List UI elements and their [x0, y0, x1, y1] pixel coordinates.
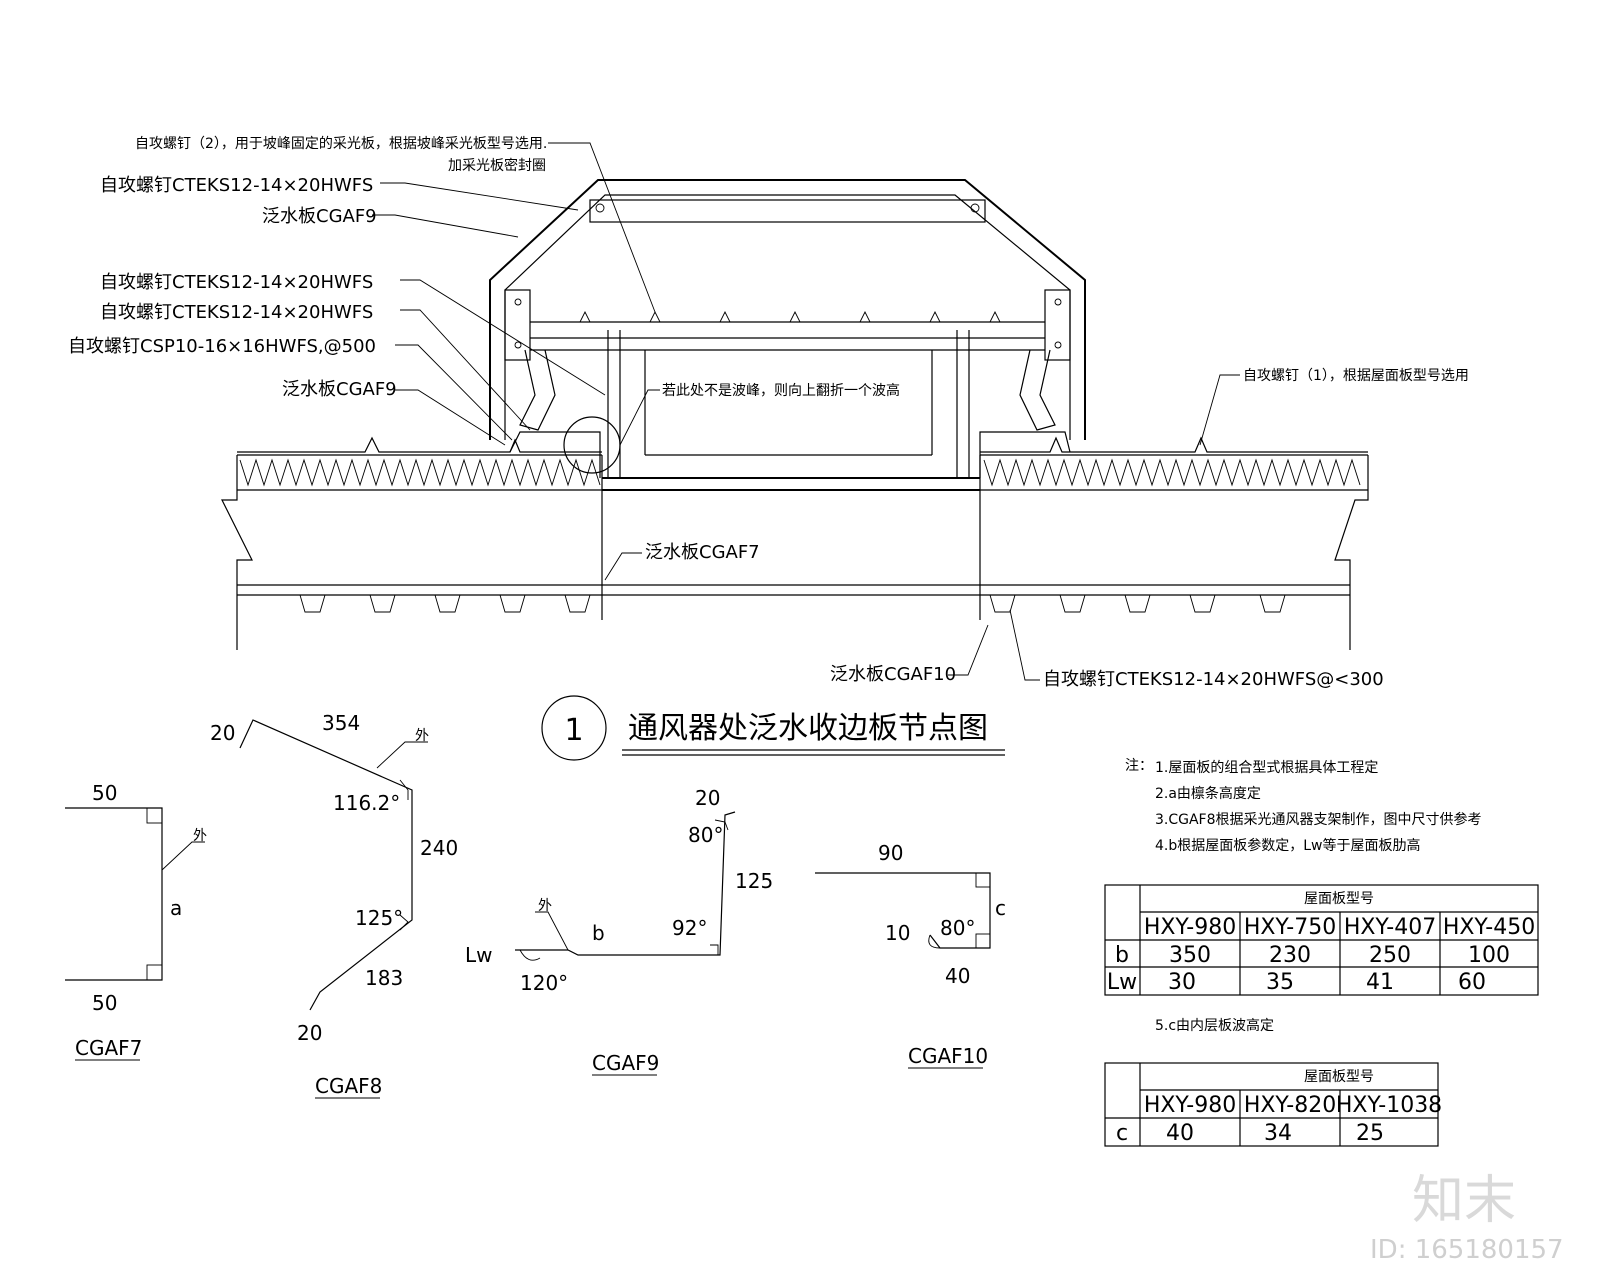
svg-text:20: 20 — [695, 786, 720, 810]
svg-text:外: 外 — [193, 828, 207, 844]
svg-text:250: 250 — [1369, 943, 1411, 968]
note-4: 4.b根据屋面板参数定，Lw等于屋面板肋高 — [1155, 837, 1421, 854]
callout-screw-1: 自攻螺钉（1），根据屋面板型号选用 — [1243, 368, 1469, 384]
callout-wave-note: 若此处不是波峰，则向上翻折一个波高 — [662, 382, 900, 399]
profile-cgaf10: 90 c 10 80° 40 CGAF10 — [815, 841, 1006, 1069]
ventilator-section — [221, 179, 1369, 650]
svg-text:354: 354 — [322, 711, 360, 735]
table-panel-b-lw: 屋面板型号 HXY-980 HXY-750 HXY-407 HXY-450 b … — [1104, 884, 1539, 996]
callout-screw-cteks-2: 自攻螺钉CTEKS12-14×20HWFS — [100, 272, 373, 293]
callout-screw-cteks-1: 自攻螺钉CTEKS12-14×20HWFS — [100, 175, 373, 196]
svg-text:34: 34 — [1264, 1121, 1292, 1146]
title-text: 通风器处泛水收边板节点图 — [628, 711, 988, 746]
svg-text:125°: 125° — [355, 906, 403, 930]
svg-text:外: 外 — [415, 728, 429, 744]
svg-text:350: 350 — [1169, 943, 1211, 968]
svg-text:c: c — [1116, 1121, 1128, 1146]
title-number: 1 — [564, 713, 583, 748]
svg-text:120°: 120° — [520, 971, 568, 995]
label-cgaf9: CGAF9 — [592, 1051, 659, 1075]
callout-screw-cteks-spacing: 自攻螺钉CTEKS12-14×20HWFS@<300 — [1043, 669, 1384, 690]
label-cgaf10: CGAF10 — [908, 1044, 988, 1068]
callout-flashing-cgaf10: 泛水板CGAF10 — [830, 664, 956, 685]
table2-header: 屋面板型号 — [1304, 1069, 1374, 1085]
note-2: 2.a由檩条高度定 — [1155, 785, 1261, 802]
callout-flashing-cgaf9-bottom: 泛水板CGAF9 — [282, 379, 397, 400]
label-cgaf7: CGAF7 — [75, 1036, 142, 1060]
svg-text:HXY-450: HXY-450 — [1443, 915, 1535, 940]
svg-text:90: 90 — [878, 841, 903, 865]
svg-text:20: 20 — [210, 721, 235, 745]
svg-text:外: 外 — [538, 898, 552, 914]
callout-screw-csp: 自攻螺钉CSP10-16×16HWFS,@500 — [68, 336, 376, 357]
callout-leaders — [372, 142, 1240, 681]
svg-text:40: 40 — [1166, 1121, 1194, 1146]
svg-text:230: 230 — [1269, 943, 1311, 968]
svg-text:Lw: Lw — [1107, 970, 1137, 995]
svg-text:c: c — [995, 896, 1006, 920]
callout-texts: 自攻螺钉（2），用于坡峰固定的采光板，根据坡峰采光板型号选用. 加采光板密封圈 … — [68, 136, 1469, 690]
note-5: 5.c由内层板波高定 — [1155, 1017, 1274, 1034]
svg-text:100: 100 — [1468, 943, 1510, 968]
drawing-title: 1 通风器处泛水收边板节点图 — [541, 695, 1005, 761]
svg-text:HXY-980: HXY-980 — [1144, 915, 1236, 940]
table-panel-c: 屋面板型号 HXY-980 HXY-820 HXY-1038 c 40 34 2… — [1104, 1062, 1442, 1147]
svg-text:92°: 92° — [672, 916, 707, 940]
note-3: 3.CGAF8根据采光通风器支架制作，图中尺寸供参考 — [1155, 811, 1482, 828]
watermark: 知末 ID: 165180157 — [1370, 1171, 1564, 1265]
callout-screw-cteks-3: 自攻螺钉CTEKS12-14×20HWFS — [100, 302, 373, 323]
table1-header: 屋面板型号 — [1304, 891, 1374, 907]
notes: 注： 1.屋面板的组合型式根据具体工程定 2.a由檩条高度定 3.CGAF8根据… — [1125, 758, 1482, 1034]
svg-text:HXY-1038: HXY-1038 — [1336, 1093, 1442, 1118]
svg-text:20: 20 — [297, 1021, 322, 1045]
callout-screw-2: 自攻螺钉（2），用于坡峰固定的采光板，根据坡峰采光板型号选用. — [135, 136, 547, 152]
svg-text:b: b — [592, 921, 605, 945]
svg-text:10: 10 — [885, 921, 910, 945]
svg-text:80°: 80° — [940, 916, 975, 940]
svg-text:183: 183 — [365, 966, 403, 990]
svg-text:50: 50 — [92, 991, 117, 1015]
svg-text:240: 240 — [420, 836, 458, 860]
svg-text:116.2°: 116.2° — [333, 791, 400, 815]
label-cgaf8: CGAF8 — [315, 1074, 382, 1098]
svg-text:41: 41 — [1366, 970, 1394, 995]
svg-text:30: 30 — [1168, 970, 1196, 995]
svg-text:35: 35 — [1266, 970, 1294, 995]
svg-text:a: a — [170, 896, 182, 920]
svg-text:Lw: Lw — [465, 943, 493, 967]
note-1: 1.屋面板的组合型式根据具体工程定 — [1155, 760, 1378, 776]
svg-text:HXY-750: HXY-750 — [1244, 915, 1336, 940]
profile-cgaf8: 20 354 116.2° 240 125° 183 20 外 CGAF8 — [210, 711, 458, 1099]
watermark-logo: 知末 — [1412, 1171, 1516, 1231]
svg-text:HXY-980: HXY-980 — [1144, 1093, 1236, 1118]
profile-cgaf9: 20 80° 125 92° b Lw 120° 外 CGAF9 — [465, 786, 773, 1076]
svg-text:80°: 80° — [688, 823, 723, 847]
svg-text:HXY-407: HXY-407 — [1344, 915, 1436, 940]
notes-prefix: 注： — [1125, 758, 1153, 774]
svg-text:25: 25 — [1356, 1121, 1384, 1146]
svg-text:60: 60 — [1458, 970, 1486, 995]
svg-text:b: b — [1115, 943, 1129, 968]
callout-flashing-cgaf9-top: 泛水板CGAF9 — [262, 206, 377, 227]
profile-cgaf7: 50 50 a 外 CGAF7 — [65, 781, 207, 1061]
callout-seal: 加采光板密封圈 — [448, 157, 546, 174]
svg-text:50: 50 — [92, 781, 117, 805]
callout-flashing-cgaf7: 泛水板CGAF7 — [645, 542, 760, 563]
svg-text:125: 125 — [735, 869, 773, 893]
svg-text:40: 40 — [945, 964, 970, 988]
svg-text:HXY-820: HXY-820 — [1244, 1093, 1336, 1118]
watermark-id: ID: 165180157 — [1370, 1235, 1564, 1265]
